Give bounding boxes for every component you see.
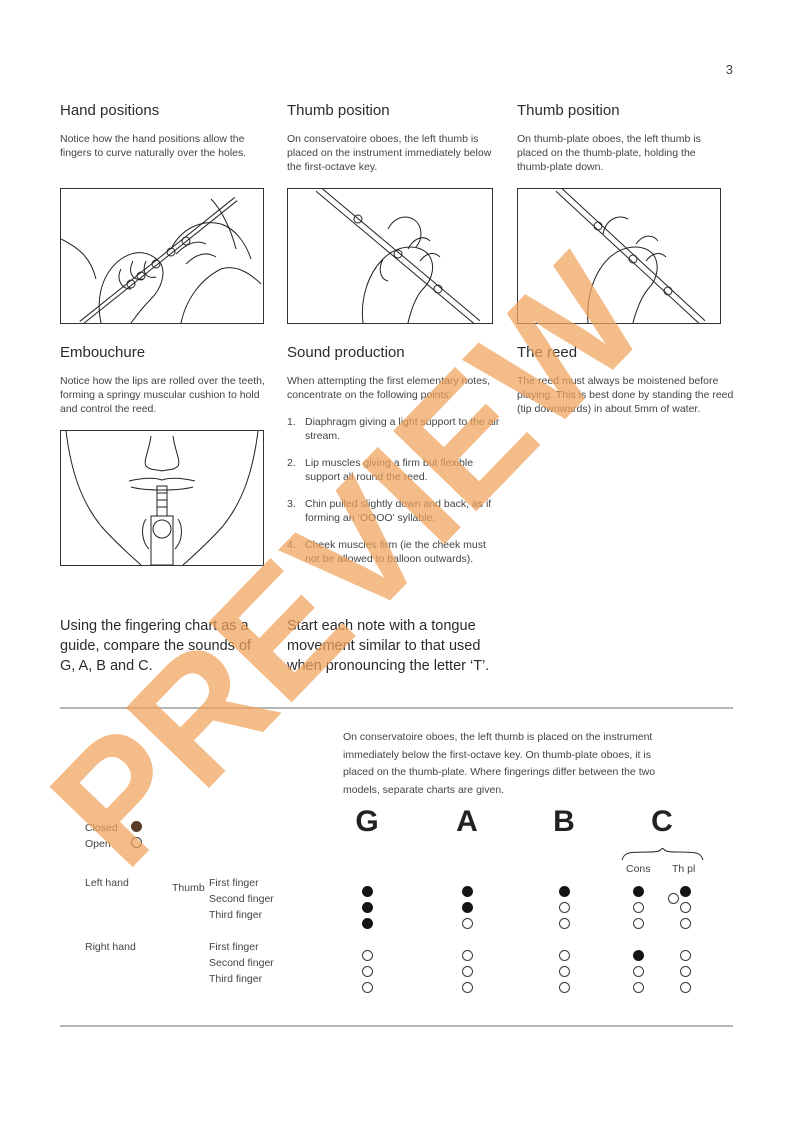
- dot-c-thpl-left-1-closed: [679, 885, 691, 897]
- dot-c-cons-left-3-open: [632, 917, 644, 929]
- point-text: Chin pulled slightly down and back, as i…: [305, 498, 492, 524]
- legend-closed-label: Closed: [85, 822, 118, 834]
- legend-open-label: Open: [85, 838, 111, 850]
- point-text: Diaphragm giving a light support to the …: [305, 416, 500, 442]
- thumb-cons-illustration: [287, 188, 493, 324]
- callout-compare-notes: Using the fingering chart as a guide, co…: [60, 618, 252, 674]
- right-first-finger-label: First finger: [209, 941, 259, 953]
- dot-a-left-3-open: [461, 917, 473, 929]
- list-item: 3. Chin pulled slightly down and back, as…: [287, 498, 502, 525]
- dot-c-thpl-left-3-open: [679, 917, 691, 929]
- c-cons-label: Cons: [626, 863, 651, 875]
- dot-b-right-3-open: [558, 981, 570, 993]
- sound-production-intro: When attempting the first elementary not…: [287, 375, 491, 401]
- dot-g-left-3-closed: [361, 917, 373, 929]
- point-number: 1.: [287, 416, 296, 428]
- dot-a-left-1-closed: [461, 885, 473, 897]
- dot-b-right-1-open: [558, 949, 570, 961]
- dot-g-right-1-open: [361, 949, 373, 961]
- dot-c-cons-right-1-closed: [632, 949, 644, 961]
- dot-c-thpl-thumb-open: [667, 892, 679, 904]
- dot-g-right-3-open: [361, 981, 373, 993]
- embouchure-text: Notice how the lips are rolled over the …: [60, 375, 265, 415]
- sound-production-points: 1. Diaphragm giving a light support to th…: [287, 416, 502, 580]
- point-text: Lip muscles giving a firm but flexible s…: [305, 457, 474, 483]
- thumb-cons-text: On conservatoire oboes, the left thumb i…: [287, 133, 492, 173]
- dot-b-left-3-open: [558, 917, 570, 929]
- divider-top: [60, 707, 733, 709]
- note-b-heading: B: [553, 805, 575, 838]
- dot-c-thpl-left-2-open: [679, 901, 691, 913]
- point-number: 4.: [287, 539, 296, 551]
- thumb-plate-illustration: [517, 188, 721, 324]
- dot-b-left-1-closed: [558, 885, 570, 897]
- fingering-chart-note: On conservatoire oboes, the left thumb i…: [343, 731, 656, 796]
- page-number: 3: [725, 62, 733, 77]
- right-second-finger-label: Second finger: [209, 957, 274, 969]
- dot-c-cons-right-3-open: [632, 981, 644, 993]
- left-third-finger-label: Third finger: [209, 909, 263, 921]
- left-second-finger-label: Second finger: [209, 893, 274, 905]
- callout-tongue: Start each note with a tongue movement s…: [287, 618, 490, 674]
- dot-a-right-3-open: [461, 981, 473, 993]
- point-text: Cheek muscles firm (ie the cheek must no…: [305, 539, 486, 565]
- left-first-finger-label: First finger: [209, 877, 259, 889]
- divider-bottom: [60, 1025, 733, 1027]
- dot-c-cons-right-2-open: [632, 965, 644, 977]
- dot-c-cons-left-2-open: [632, 901, 644, 913]
- reed-text: The reed must always be moistened before…: [517, 375, 734, 415]
- dot-g-left-2-closed: [361, 901, 373, 913]
- right-third-finger-label: Third finger: [209, 973, 263, 985]
- sound-production-title: Sound production: [287, 344, 405, 361]
- dot-c-cons-left-1-closed: [632, 885, 644, 897]
- dot-a-right-1-open: [461, 949, 473, 961]
- hand-positions-text: Notice how the hand positions allow the …: [60, 133, 247, 159]
- point-number: 2.: [287, 457, 296, 469]
- point-number: 3.: [287, 498, 296, 510]
- thumb-plate-text: On thumb-plate oboes, the left thumb is …: [517, 133, 701, 173]
- embouchure-illustration: [60, 430, 264, 566]
- thumb-cons-title: Thumb position: [287, 102, 390, 119]
- dot-c-thpl-right-1-open: [679, 949, 691, 961]
- left-hand-label: Left hand: [85, 877, 129, 889]
- list-item: 1. Diaphragm giving a light support to th…: [287, 416, 502, 443]
- note-c-heading: C: [651, 805, 673, 838]
- note-a-heading: A: [456, 805, 478, 838]
- dot-a-left-2-closed: [461, 901, 473, 913]
- dot-b-right-2-open: [558, 965, 570, 977]
- c-thpl-label: Th pl: [672, 863, 696, 875]
- dot-g-right-2-open: [361, 965, 373, 977]
- thumb-label: Thumb: [172, 882, 205, 894]
- thumb-plate-title: Thumb position: [517, 102, 620, 119]
- embouchure-title: Embouchure: [60, 344, 146, 361]
- list-item: 4. Cheek muscles firm (ie the cheek must …: [287, 539, 502, 566]
- c-variant-brace: [621, 848, 704, 861]
- dot-g-left-1-closed: [361, 885, 373, 897]
- list-item: 2. Lip muscles giving a firm but flexible…: [287, 457, 502, 484]
- right-hand-label: Right hand: [85, 941, 136, 953]
- hand-positions-title: Hand positions: [60, 102, 160, 119]
- reed-title: The reed: [517, 344, 578, 361]
- dot-b-left-2-open: [558, 901, 570, 913]
- dot-a-right-2-open: [461, 965, 473, 977]
- dot-c-thpl-right-3-open: [679, 981, 691, 993]
- hand-positions-illustration: [60, 188, 264, 324]
- legend-open-dot: [131, 837, 142, 848]
- note-g-heading: G: [355, 805, 379, 838]
- dot-c-thpl-right-2-open: [679, 965, 691, 977]
- legend-closed-dot: [131, 821, 142, 832]
